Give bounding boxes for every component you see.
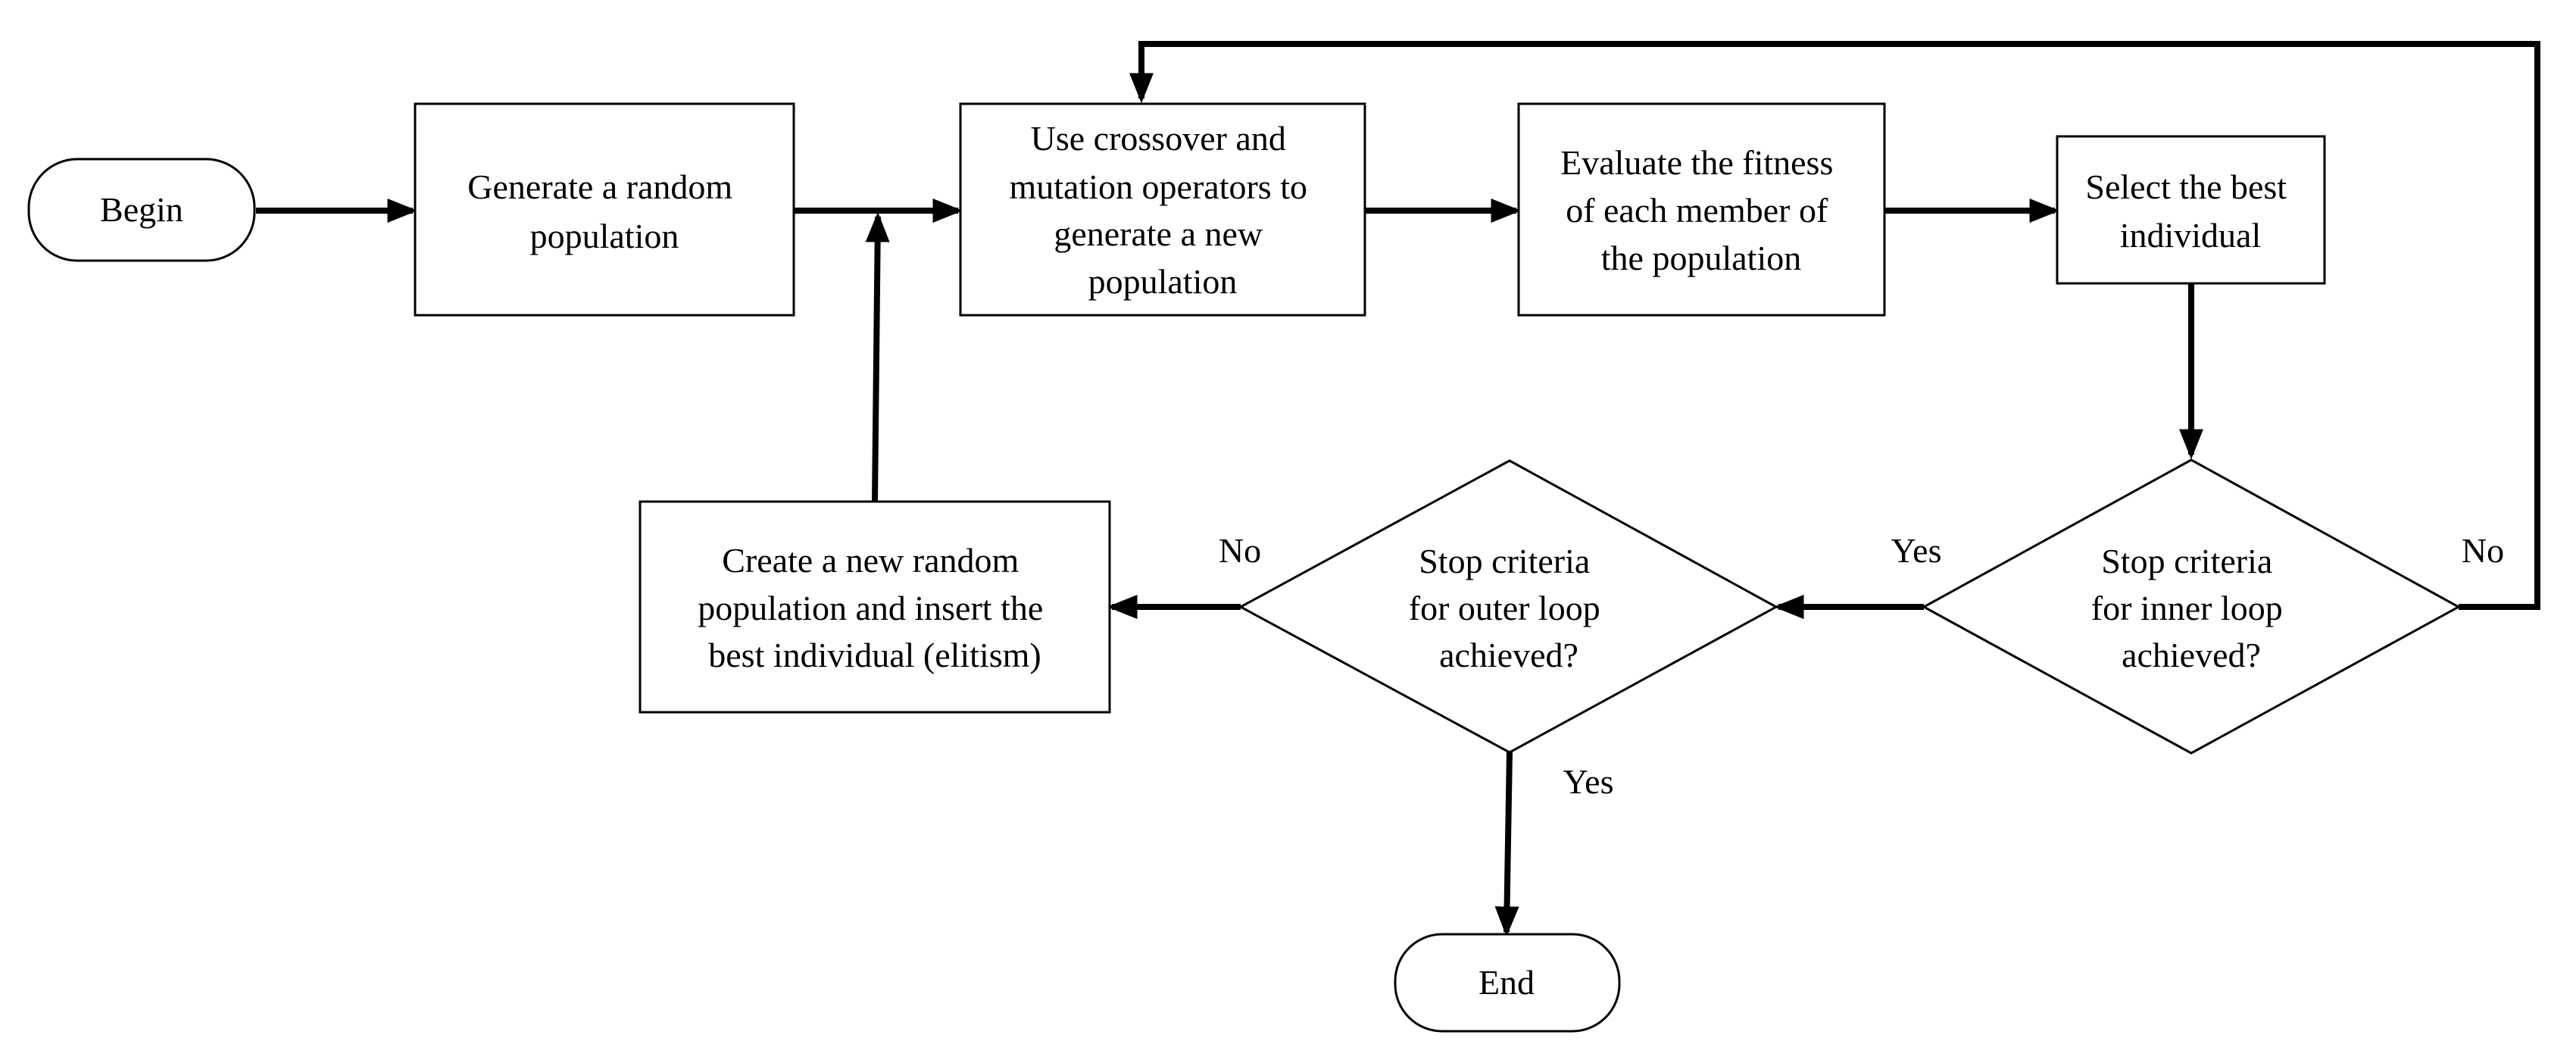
end-terminal: End	[1394, 933, 1621, 1033]
inner-loop-decision: Stop criteria for inner loop achieved?	[1921, 458, 2462, 755]
begin-label: Begin	[100, 190, 183, 229]
end-label: End	[1478, 963, 1535, 1002]
new-random-population-box: Create a new random population and inser…	[639, 500, 1111, 714]
edge-inner-no-loop-back	[1129, 41, 2540, 610]
evaluate-fitness-label: Evaluate the fitness of each member of t…	[1560, 143, 1842, 277]
outer-no-label: No	[1219, 531, 1261, 570]
generate-population-box: Generate a random population	[414, 102, 795, 317]
outer-yes-label: Yes	[1563, 762, 1614, 801]
begin-terminal: Begin	[27, 158, 256, 262]
inner-no-label: No	[2462, 531, 2504, 570]
generate-population-label: Generate a random population	[467, 167, 741, 255]
outer-loop-decision-label: Stop criteria for outer loop achieved?	[1409, 542, 1609, 674]
crossover-mutation-box: Use crossover and mutation operators to …	[959, 102, 1366, 317]
edge-outer-yes-to-end	[1494, 751, 1519, 937]
crossover-mutation-label: Use crossover and mutation operators to …	[1010, 119, 1316, 301]
select-best-box: Select the best individual	[2056, 135, 2326, 285]
connectors	[256, 41, 2540, 937]
inner-yes-label: Yes	[1891, 531, 1942, 570]
inner-loop-decision-label: Stop criteria for inner loop achieved?	[2091, 542, 2291, 674]
outer-loop-decision: Stop criteria for outer loop achieved?	[1238, 459, 1779, 754]
edge-new-random-to-merge	[865, 211, 890, 502]
evaluate-fitness-box: Evaluate the fitness of each member of t…	[1517, 102, 1886, 317]
new-random-population-label: Create a new random population and inser…	[698, 541, 1052, 674]
select-best-label: Select the best individual	[2085, 167, 2295, 255]
